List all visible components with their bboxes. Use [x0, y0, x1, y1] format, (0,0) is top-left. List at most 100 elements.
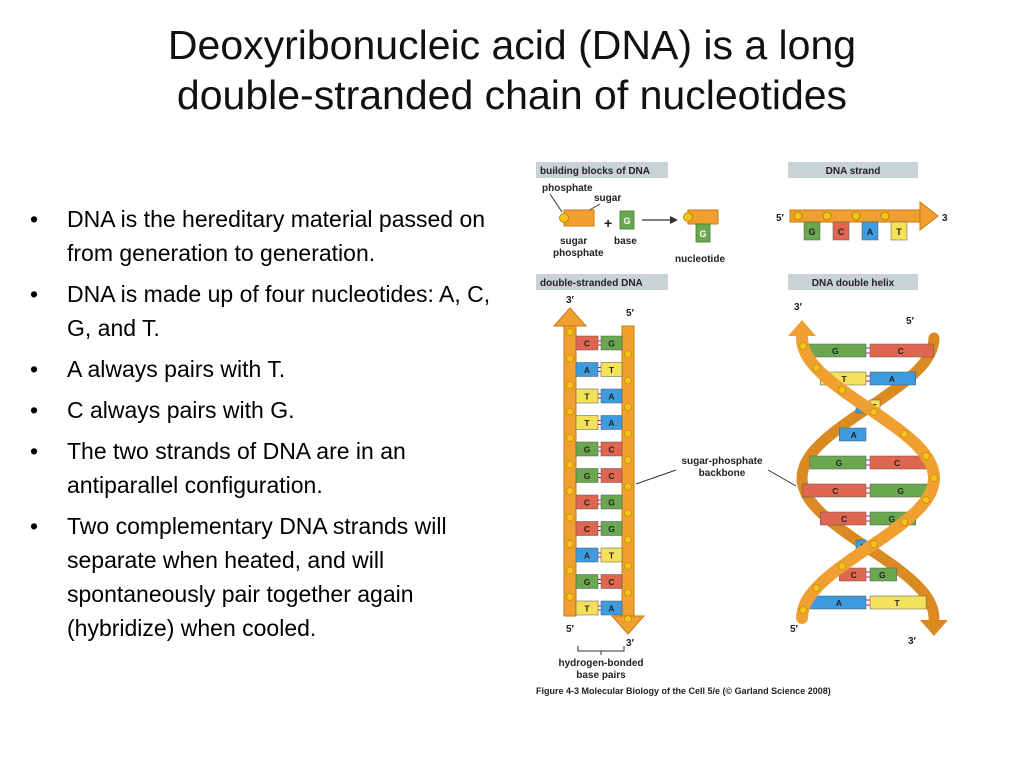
bullet-item: C always pairs with G. [30, 393, 500, 427]
helix-base-left [839, 427, 867, 442]
label-sugar: sugar [594, 193, 621, 204]
helix-label-5prime-bottom: 5′ [790, 624, 799, 635]
helix-label-3prime-top: 3′ [794, 302, 803, 313]
ladder-base-left [575, 468, 599, 483]
helix-phosphate [870, 540, 878, 548]
ladder-base-right [600, 468, 623, 483]
ladder-phosphate [566, 566, 574, 575]
ladder-base-letter: T [584, 392, 590, 402]
ladder-base-letter: C [584, 339, 590, 349]
ladder-base-letter: C [584, 524, 590, 534]
ladder-base-right [600, 388, 623, 404]
ladder-base-letter: G [584, 577, 591, 587]
ladder-base-letter: A [608, 418, 614, 428]
ladder-phosphate [566, 354, 574, 363]
ladder-phosphate [624, 376, 632, 385]
ladder-phosphate [624, 350, 632, 358]
ladder-phosphate [624, 615, 632, 623]
helix-base-letter: C [894, 458, 900, 468]
ladder-base-left [575, 415, 599, 430]
label-nucleotide: nucleotide [675, 254, 725, 265]
ladder-phosphate [624, 588, 632, 597]
helix-phosphate [900, 430, 909, 438]
ladder-base-letter: C [608, 471, 614, 481]
strand-phosphate [822, 211, 832, 221]
ladder-base-right [600, 574, 623, 589]
helix-base-letter: C [832, 486, 838, 496]
slide-title-line-1: Deoxyribonucleic acid (DNA) is a long [167, 22, 857, 68]
helix-base-letter: C [841, 514, 847, 524]
ladder-base-letter: T [584, 418, 590, 428]
ladder-label-5prime-bottom: 5′ [566, 624, 575, 635]
ladder-base-letter: T [609, 551, 615, 561]
panel-header-dna-strand-bg [788, 162, 918, 178]
nucleotide-base-letter: G [699, 229, 706, 239]
ladder-base-letter: G [608, 524, 615, 534]
helix-base-right [869, 567, 897, 582]
arrow-head [670, 216, 678, 224]
ladder-phosphate [566, 540, 574, 548]
slide-title-line-2: double-stranded chain of nucleotides [176, 72, 848, 118]
label-backbone: backbone [699, 468, 746, 479]
ladder-base-letter: T [609, 365, 615, 375]
bullet-item: DNA is made up of four nucleotides: A, C… [30, 277, 500, 345]
helix-phosphate [838, 562, 846, 570]
helix-base-letter: G [897, 486, 904, 496]
panel-header-building-blocks: building blocks of DNA [540, 166, 650, 177]
ladder-base-left [575, 494, 599, 510]
helix-phosphate [812, 584, 821, 592]
panel-header-double-helix: DNA double helix [812, 278, 895, 289]
strand-arrowhead [919, 200, 939, 232]
ladder-base-letter: C [608, 577, 614, 587]
plus-sign: + [604, 215, 612, 231]
helix-phosphate [900, 518, 909, 526]
base-block [619, 210, 635, 230]
helix-base-letter: C [898, 346, 904, 356]
strand-base [803, 221, 821, 241]
helix-phosphate [922, 452, 930, 460]
dna-figure-svg: building blocks of DNA DNA strand double-s… [536, 162, 948, 696]
phosphate-dot [559, 213, 569, 223]
strand-base-letter: C [838, 227, 845, 237]
helix-base-letter: T [842, 374, 848, 384]
panel-header-double-helix-bg [788, 274, 918, 290]
panel-header-double-stranded-bg [536, 274, 668, 290]
strand-base-letter: A [867, 227, 874, 237]
helix-base-letter: A [836, 598, 842, 608]
label-sugar-phosphate-backbone: sugar-phosphate [681, 456, 763, 467]
nucleotide-phosphate [683, 212, 693, 222]
ladder-phosphate [624, 456, 632, 464]
helix-label-5prime-top: 5′ [906, 316, 915, 327]
helix-base-left [809, 455, 867, 470]
ladder-label-3prime-bottom: 3′ [626, 638, 635, 649]
helix-phosphate [812, 364, 821, 372]
helix-base-right [869, 343, 934, 358]
strand-base [890, 221, 908, 241]
strand-base [832, 221, 850, 241]
ladder-base-letter: G [584, 471, 591, 481]
ladder-base-right [600, 415, 623, 430]
helix-base-letter: A [851, 430, 857, 440]
ladder-phosphate [624, 562, 632, 570]
label-hydrogen-bonded: hydrogen-bonded [559, 658, 644, 669]
strand-phosphate [851, 211, 861, 221]
figure-caption: Figure 4-3 Molecular Biology of the Cell… [536, 686, 831, 696]
bullet-item: Two complementary DNA strands will separ… [30, 509, 500, 645]
bullet-item: The two strands of DNA are in an antipar… [30, 434, 500, 502]
ladder-base-left [575, 335, 599, 351]
helix-base-letter: T [894, 598, 900, 608]
ladder-phosphate [624, 482, 632, 491]
strand-label-5prime: 5′ [776, 213, 785, 224]
bullet-item: DNA is the hereditary material passed on… [30, 202, 500, 270]
panel-header-double-stranded: double-stranded DNA [540, 278, 643, 289]
ladder-label-5prime-top: 5′ [626, 308, 635, 319]
ladder-base-letter: A [584, 551, 590, 561]
ladder-phosphate [624, 429, 632, 438]
panel-header-building-blocks-bg [536, 162, 668, 178]
ladder-base-letter: A [608, 604, 614, 614]
ladder-base-left [575, 521, 599, 536]
bullet-list: DNA is the hereditary material passed on… [30, 202, 500, 652]
panel-header-dna-strand: DNA strand [826, 166, 881, 177]
ladder-base-letter: G [608, 498, 615, 508]
ladder-base-right [600, 335, 623, 351]
